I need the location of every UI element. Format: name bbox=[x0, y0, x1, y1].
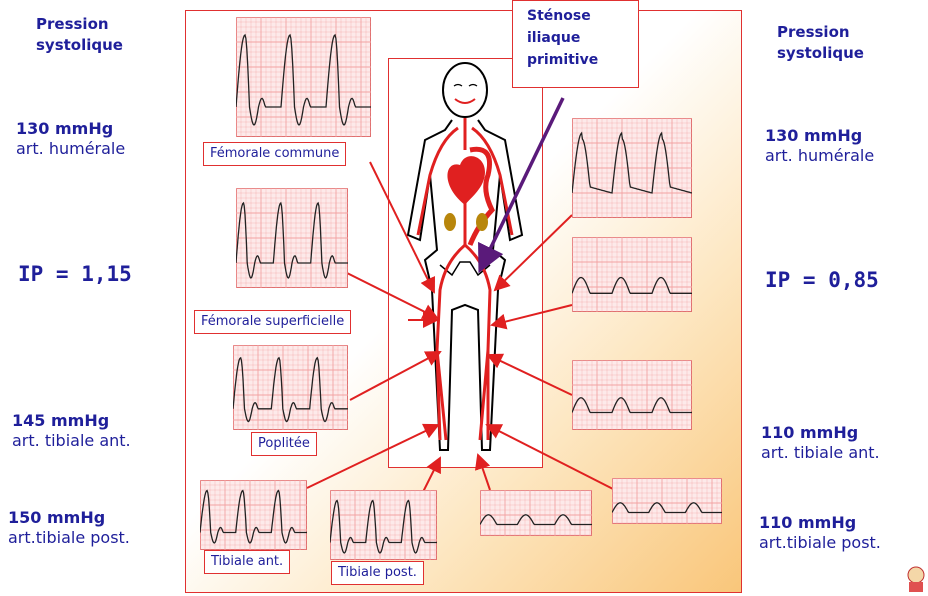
arrow-femorale-superficielle bbox=[345, 272, 437, 318]
arrow-r-poplitee bbox=[488, 355, 572, 395]
arrow-r-tibiale-ant bbox=[487, 425, 615, 490]
head-shape bbox=[443, 63, 487, 117]
arrow-r-femorale-superficielle bbox=[492, 305, 572, 325]
waveform-r-tibiale-ant bbox=[612, 478, 722, 524]
waveform-tibiale-post bbox=[330, 490, 437, 560]
label-tibiale-post: Tibiale post. bbox=[331, 561, 424, 585]
waveform-femorale-superficielle bbox=[236, 188, 348, 288]
waveform-poplitee bbox=[233, 345, 348, 430]
waveform-tibiale-ant bbox=[200, 480, 307, 550]
stenose-line2: iliaque bbox=[527, 27, 638, 49]
stenose-line3: primitive bbox=[527, 49, 638, 71]
waveform-femorale-commune bbox=[236, 17, 371, 137]
arrow-femorale-commune bbox=[370, 162, 434, 292]
pointer-arrows bbox=[307, 162, 615, 518]
waveform-r-poplitee bbox=[572, 360, 692, 430]
waveform-r-tibiale-post bbox=[480, 490, 592, 536]
kidney-right bbox=[476, 213, 488, 231]
stenose-arrow bbox=[480, 98, 563, 270]
waveform-r-femorale-commune bbox=[572, 118, 692, 218]
label-poplitee: Poplitée bbox=[251, 432, 317, 456]
label-femorale-superficielle: Fémorale superficielle bbox=[194, 310, 351, 334]
heart-shape bbox=[448, 156, 486, 205]
arrow-r-tibiale-post bbox=[478, 455, 490, 490]
stenose-callout: Sténose iliaque primitive bbox=[512, 0, 639, 88]
arrow-tibiale-ant bbox=[307, 425, 438, 488]
arrow-poplitee bbox=[350, 352, 440, 400]
kidney-left bbox=[444, 213, 456, 231]
waveform-r-femorale-superficielle bbox=[572, 237, 692, 312]
label-tibiale-ant: Tibiale ant. bbox=[204, 550, 290, 574]
stenose-line1: Sténose bbox=[527, 5, 638, 27]
mascot-icon bbox=[905, 565, 927, 593]
arrow-r-femorale-commune bbox=[495, 215, 572, 290]
label-femorale-commune: Fémorale commune bbox=[203, 142, 346, 166]
